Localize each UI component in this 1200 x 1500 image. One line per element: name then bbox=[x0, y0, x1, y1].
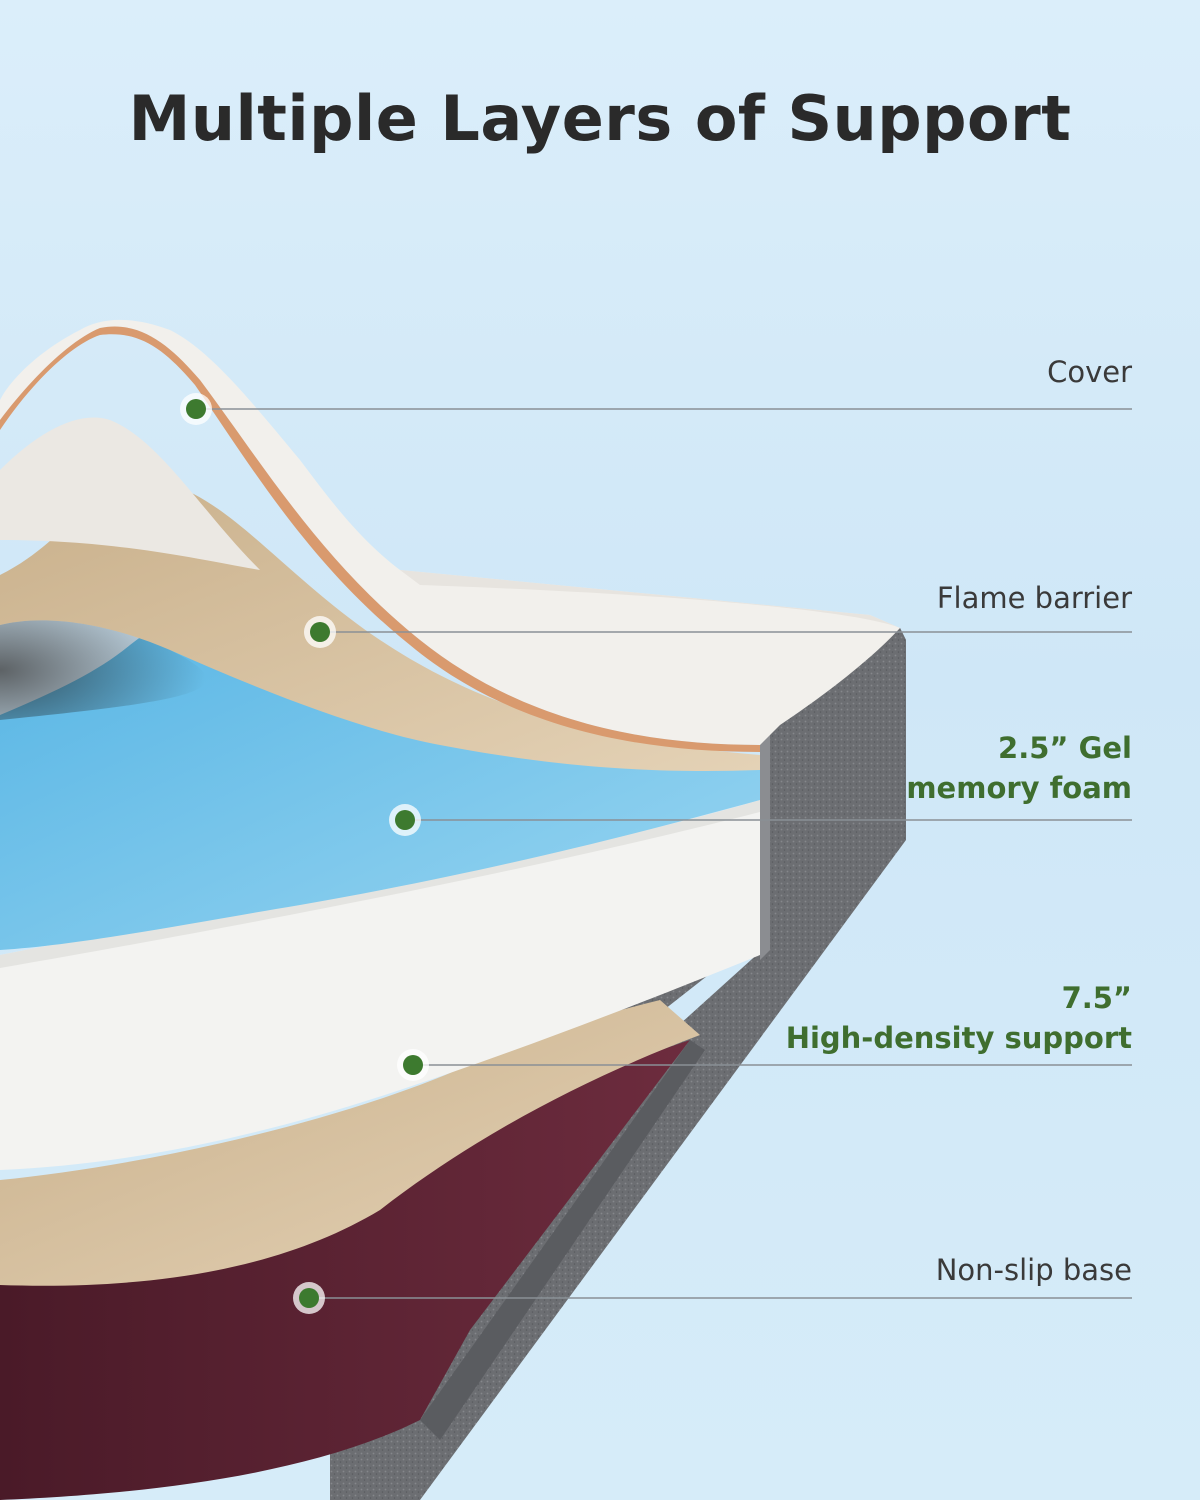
layer-label-line: 7.5” bbox=[1061, 981, 1132, 1015]
layer-label-line: memory foam bbox=[906, 771, 1132, 805]
layer-label-line: Cover bbox=[1047, 355, 1132, 389]
dot-marker-icon bbox=[304, 616, 336, 648]
dot-marker-icon bbox=[397, 1049, 429, 1081]
lower-fabric-layer bbox=[0, 1000, 700, 1286]
layer-label-high-density-support: 7.5” High-density support bbox=[786, 978, 1132, 1058]
dot-marker-icon bbox=[389, 804, 421, 836]
high-density-support-layer bbox=[0, 800, 760, 1170]
dot-marker-icon bbox=[293, 1282, 325, 1314]
dot-marker-icon bbox=[180, 393, 212, 425]
cover-layer bbox=[0, 319, 900, 745]
layer-label-line: Non-slip base bbox=[935, 1253, 1132, 1287]
dot-markers bbox=[180, 393, 429, 1314]
non-slip-base-layer bbox=[0, 1040, 690, 1500]
page-title: Multiple Layers of Support bbox=[128, 82, 1072, 155]
leader-lines bbox=[196, 408, 1132, 1299]
layer-label-gel-memory-foam: 2.5” Gel memory foam bbox=[906, 728, 1132, 808]
layer-label-line: Flame barrier bbox=[936, 581, 1132, 615]
layer-label-line: High-density support bbox=[785, 1021, 1132, 1055]
layer-label-flame-barrier: Flame barrier bbox=[937, 578, 1132, 618]
layer-label-line: 2.5” Gel bbox=[998, 731, 1132, 765]
layer-label-non-slip-base: Non-slip base bbox=[936, 1250, 1132, 1290]
layer-label-cover: Cover bbox=[1047, 352, 1132, 392]
